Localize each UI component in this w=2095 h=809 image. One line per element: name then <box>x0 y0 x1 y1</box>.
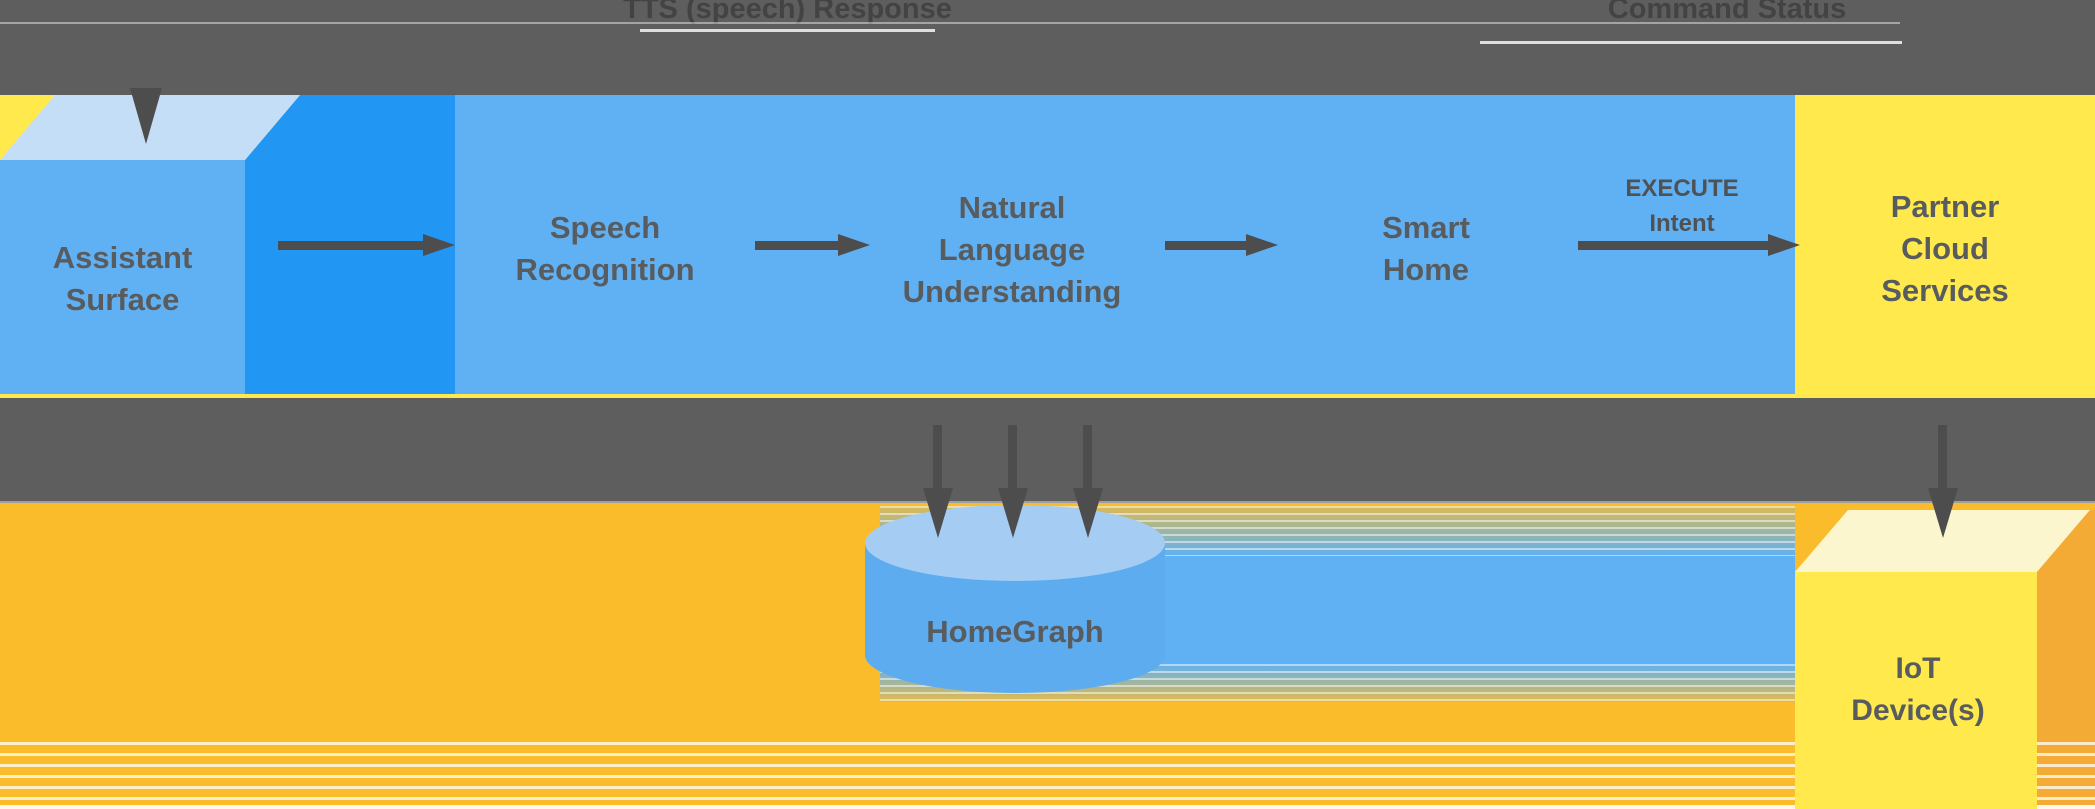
command-status-label: Command Status <box>1607 0 1847 25</box>
execute-intent-label: EXECUTE Intent <box>1625 175 1739 237</box>
assistant-surface-label: Assistant Surface <box>52 240 193 317</box>
command-underline-artifact <box>1480 41 1902 44</box>
arrow-speech-to-nlu-head-icon <box>838 234 870 256</box>
bottom-edge-line <box>0 805 2095 809</box>
top-band-artifact-line <box>0 22 1900 24</box>
arrow-nlu-to-smarthome-head-icon <box>1246 234 1278 256</box>
middle-gray-band <box>0 398 2095 503</box>
arrow-down-homegraph-3-head-icon <box>1073 488 1103 538</box>
partner-cloud-services-label: Partner Cloud Services <box>1881 189 2009 308</box>
nlu-label: Natural Language Understanding <box>902 190 1122 309</box>
tts-response-label: TTS (speech) Response <box>623 0 952 25</box>
arrow-down-homegraph-2-icon <box>1008 425 1017 492</box>
arrow-down-homegraph-3-icon <box>1083 425 1092 492</box>
bottom-stripe-artifacts <box>0 742 2095 805</box>
iot-devices-label: IoT Device(s) <box>1851 652 1985 727</box>
arrow-smarthome-to-partner-icon <box>1578 241 1768 250</box>
arrow-down-homegraph-1-icon <box>933 425 942 492</box>
arrow-speech-to-nlu-icon <box>755 241 838 250</box>
yellow-divider-line <box>0 394 2095 398</box>
iot-box-front <box>1795 572 2037 809</box>
top-gray-band <box>0 0 2095 95</box>
arrow-down-assistant-icon <box>130 88 162 144</box>
arrow-nlu-to-smarthome-icon <box>1165 241 1246 250</box>
smart-home-label: Smart Home <box>1382 210 1470 287</box>
tts-underline-artifact <box>640 29 935 32</box>
assistant-pipeline-rect <box>455 95 1795 397</box>
arrow-down-iot-head-icon <box>1928 488 1958 538</box>
arrow-smarthome-to-partner-head-icon <box>1768 234 1800 256</box>
arrow-surface-to-speech-head-icon <box>423 234 455 256</box>
arrow-down-homegraph-1-head-icon <box>923 488 953 538</box>
speech-recognition-label: Speech Recognition <box>515 210 695 287</box>
homegraph-label: HomeGraph <box>926 614 1104 649</box>
arrow-surface-to-speech-icon <box>278 241 423 250</box>
arrow-down-iot-icon <box>1938 425 1947 492</box>
assistant-surface-box-front <box>0 160 245 397</box>
arrow-down-homegraph-2-head-icon <box>998 488 1028 538</box>
